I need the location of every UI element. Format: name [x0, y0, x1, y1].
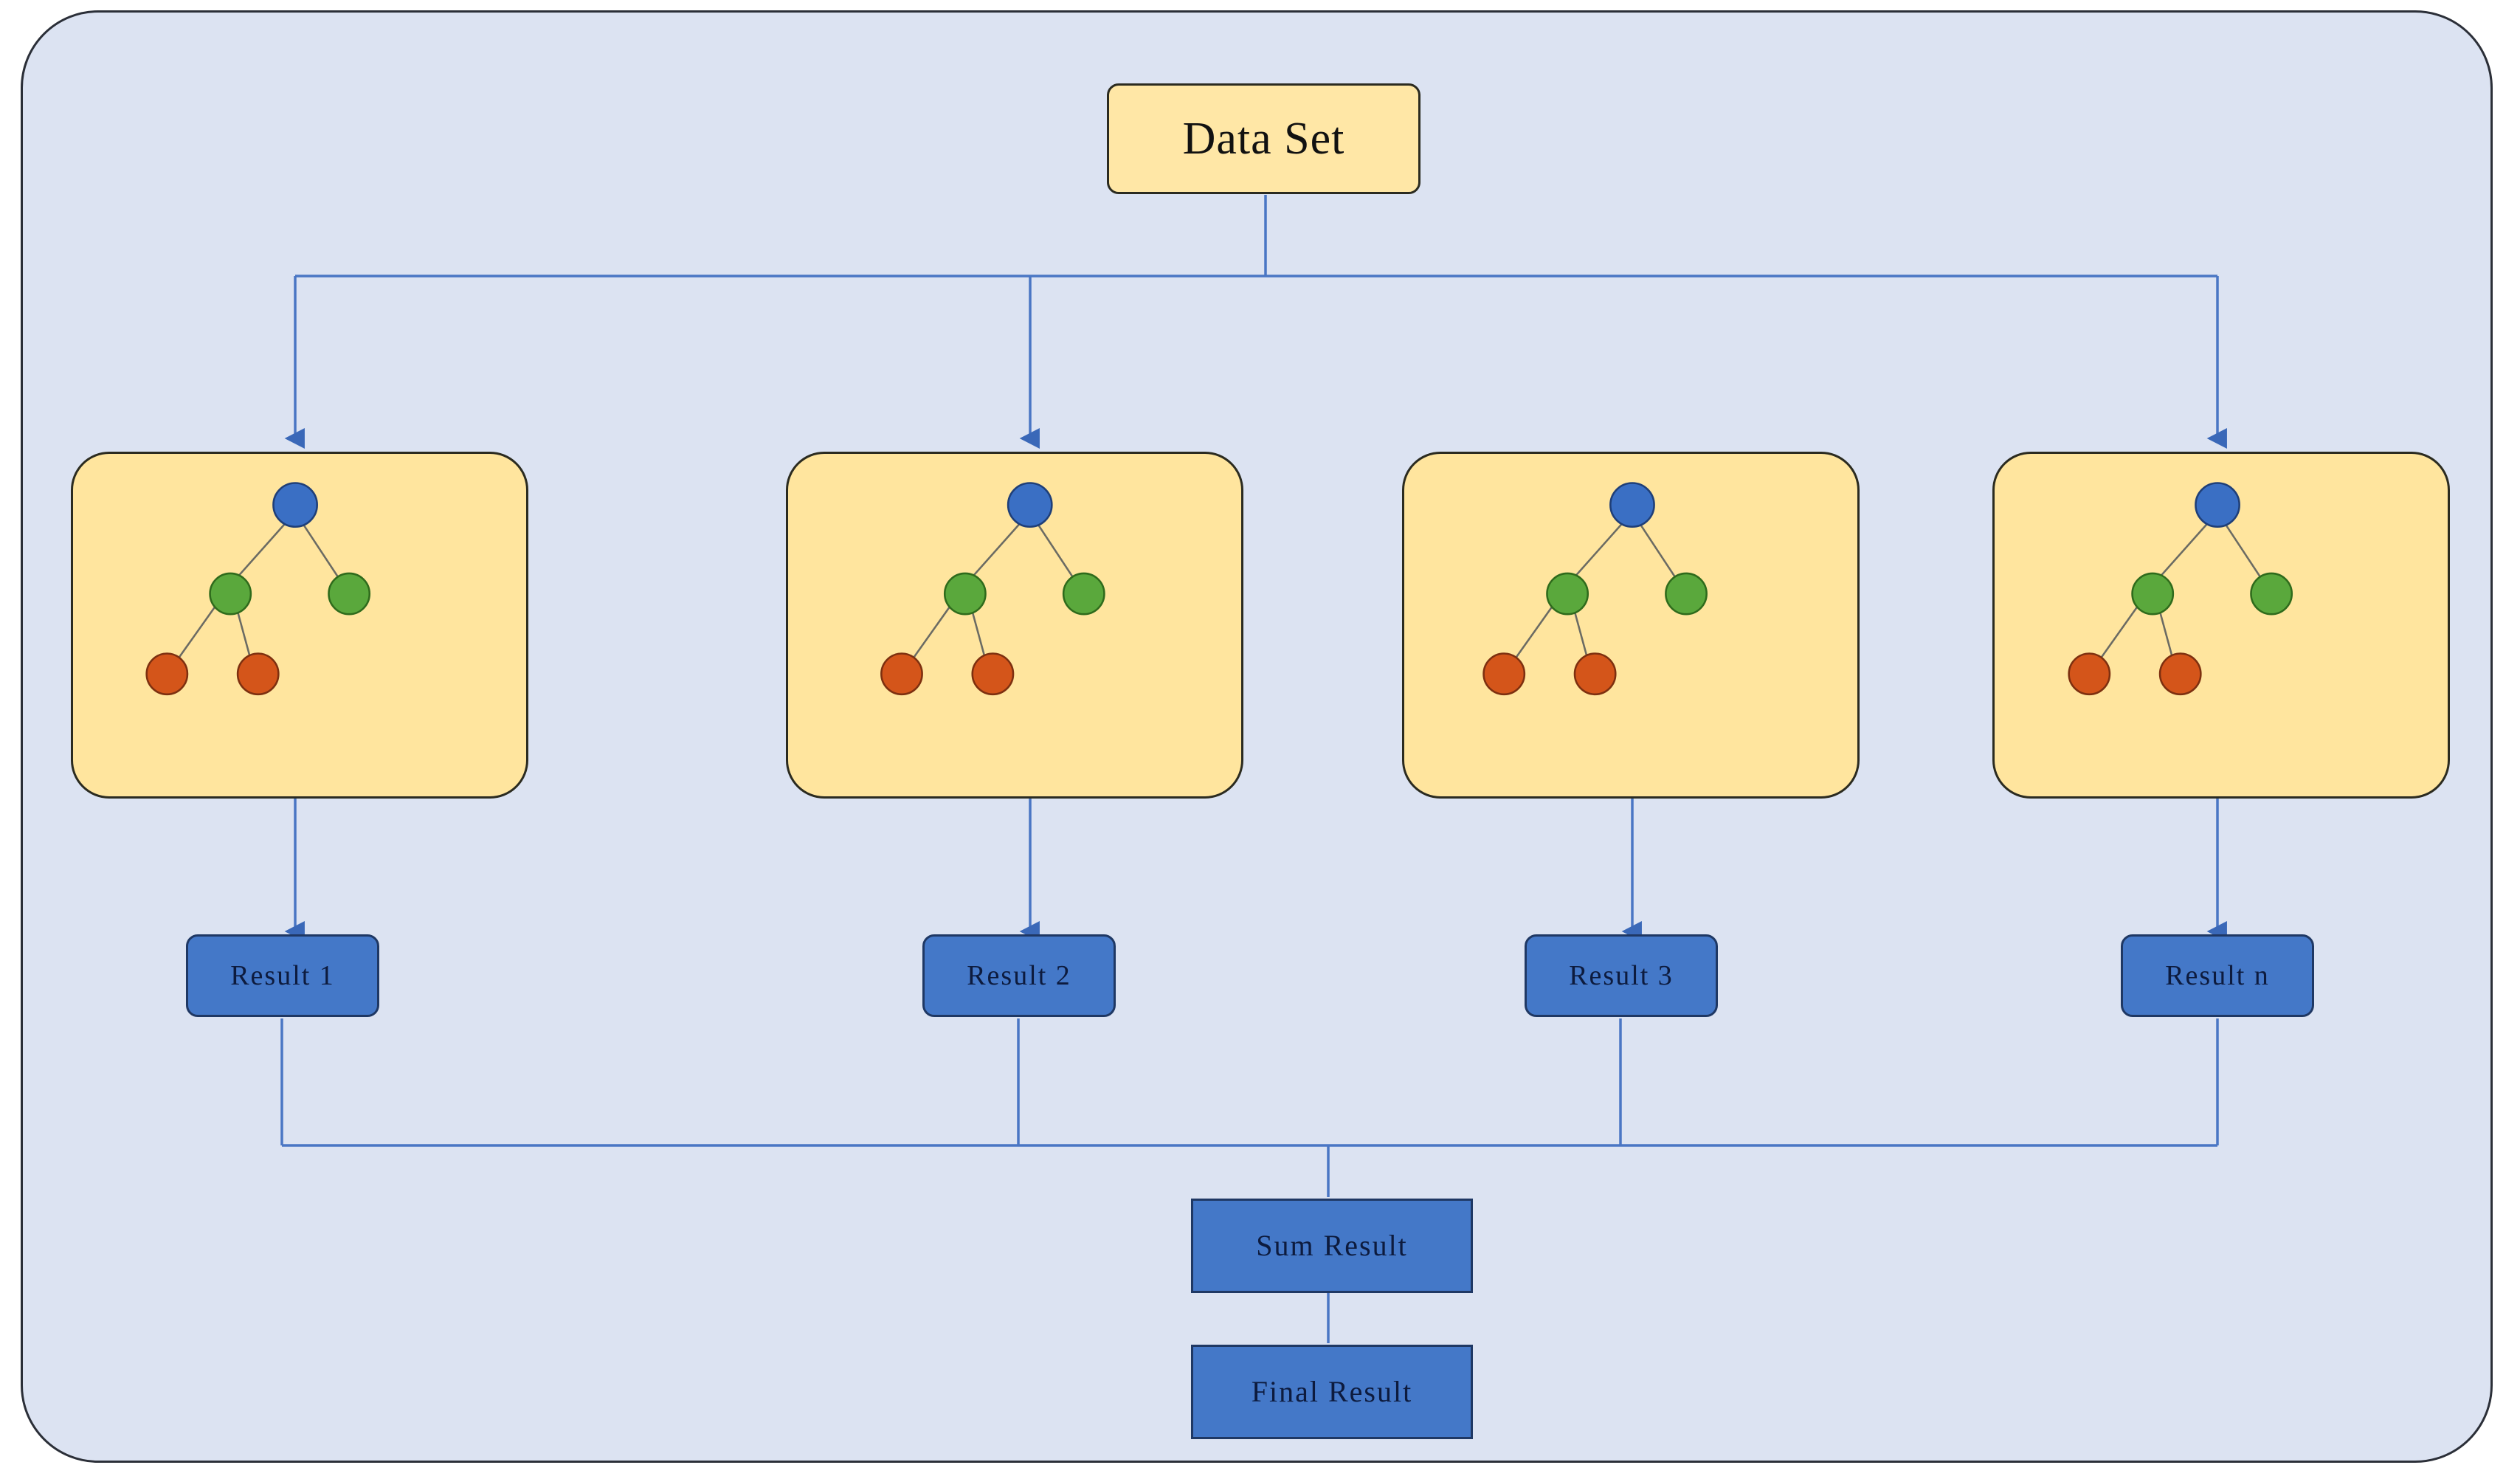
dataset-label: Data Set: [1182, 114, 1345, 164]
tree-node-leaf-left: [145, 652, 189, 696]
tree-node-leaf-left: [1482, 652, 1526, 696]
decision-tree-graphic-1: [145, 482, 371, 696]
tree-node-root: [1609, 482, 1655, 528]
tree-node-mid-right: [328, 572, 371, 616]
final-result-box[interactable]: Final Result: [1191, 1345, 1473, 1439]
result-label-2: Result 2: [967, 960, 1071, 991]
dataset-box[interactable]: Data Set: [1107, 83, 1420, 194]
tree-node-leaf-left: [880, 652, 923, 696]
tree-node-leaf-right: [236, 652, 280, 696]
result-label-n: Result n: [2165, 960, 2270, 991]
tree-node-mid-left: [1546, 572, 1589, 616]
tree-node-mid-right: [1665, 572, 1708, 616]
decision-tree-graphic-3: [1482, 482, 1708, 696]
final-result-label: Final Result: [1251, 1375, 1413, 1408]
tree-node-mid-left: [2131, 572, 2175, 616]
tree-node-mid-right: [2250, 572, 2293, 616]
tree-box-2[interactable]: [786, 452, 1243, 799]
result-box-3[interactable]: Result 3: [1525, 934, 1718, 1017]
tree-node-mid-left: [209, 572, 252, 616]
result-box-2[interactable]: Result 2: [922, 934, 1116, 1017]
tree-node-leaf-right: [2158, 652, 2202, 696]
tree-box-3[interactable]: [1402, 452, 1860, 799]
decision-tree-graphic-2: [880, 482, 1105, 696]
tree-node-leaf-left: [2068, 652, 2111, 696]
tree-node-root: [272, 482, 318, 528]
sum-result-label: Sum Result: [1256, 1229, 1408, 1262]
result-box-1[interactable]: Result 1: [186, 934, 379, 1017]
tree-box-n[interactable]: [1992, 452, 2450, 799]
tree-node-leaf-right: [971, 652, 1015, 696]
tree-node-root: [1007, 482, 1053, 528]
tree-box-1[interactable]: [71, 452, 528, 799]
decision-tree-graphic-n: [2068, 482, 2293, 696]
result-box-n[interactable]: Result n: [2121, 934, 2314, 1017]
tree-node-mid-left: [943, 572, 987, 616]
tree-node-leaf-right: [1573, 652, 1617, 696]
result-label-1: Result 1: [230, 960, 335, 991]
tree-node-root: [2195, 482, 2240, 528]
sum-result-box[interactable]: Sum Result: [1191, 1199, 1473, 1293]
tree-node-mid-right: [1062, 572, 1105, 616]
result-label-3: Result 3: [1569, 960, 1674, 991]
